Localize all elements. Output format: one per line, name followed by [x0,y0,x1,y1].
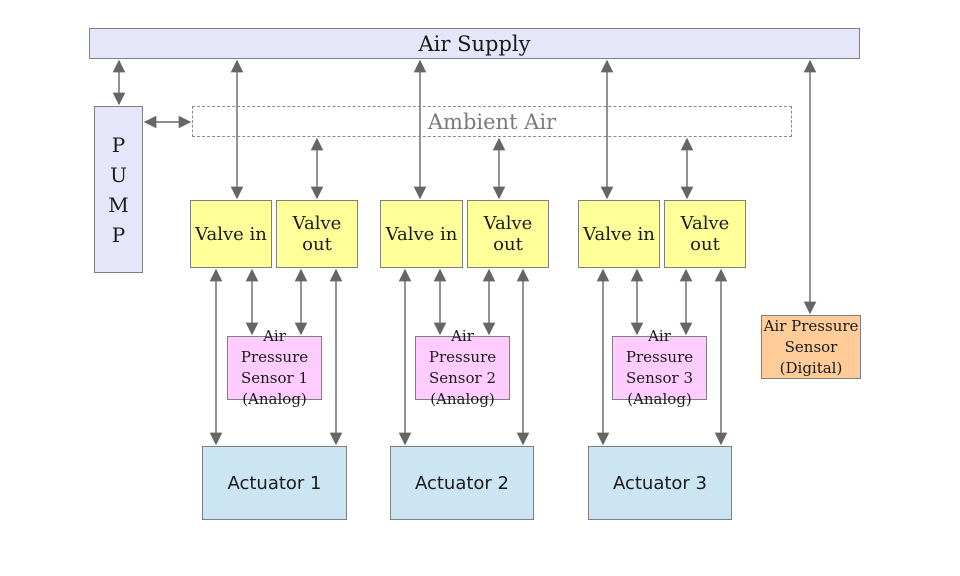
pump-letter: P [111,132,126,157]
valve-in-label: Valve in [385,223,458,245]
valve-out-1: Valve out [276,200,358,268]
pump-box: P U M P [94,106,143,273]
ambient-air-label: Ambient Air [427,109,557,134]
valve-out-label: Valve out [680,213,730,255]
valve-in-1: Valve in [190,200,272,268]
valve-in-3: Valve in [578,200,660,268]
pump-letter: M [108,192,129,217]
digital-sensor: Air Pressure Sensor (Digital) [761,315,861,379]
sensor-line: Air Pressure [763,316,859,335]
sensor-line: (Digital) [779,358,843,377]
valve-in-label: Valve in [195,223,267,245]
sensor-line: Sensor [784,337,838,356]
sensor-line: Sensor 1 [240,369,309,387]
actuator-label: Actuator 1 [227,472,322,494]
air-supply-label: Air Supply [418,31,531,56]
analog-sensor-2: Air Pressure Sensor 2 (Analog) [415,327,510,408]
sensor-line: (Analog) [430,390,495,408]
valve-out-label: Valve out [292,213,342,255]
actuator-label: Actuator 2 [414,472,510,494]
valve-out-label: Valve out [483,213,533,255]
analog-sensor-1: Air Pressure Sensor 1 (Analog) [227,327,322,408]
sensor-line: Air Pressure [428,327,497,366]
actuator-2: Actuator 2 [390,446,534,520]
pump-letter: U [110,162,127,187]
actuator-1: Actuator 1 [202,446,347,520]
ambient-air-region: Ambient Air [192,106,792,137]
valve-out-3: Valve out [664,200,746,268]
sensor-line: (Analog) [627,390,692,408]
valve-in-label: Valve in [583,223,655,245]
sensor-line: Air Pressure [240,327,309,366]
air-supply-bar: Air Supply [89,28,860,59]
actuator-3: Actuator 3 [588,446,732,520]
valve-out-2: Valve out [467,200,549,268]
sensor-line: Sensor 2 [428,369,497,387]
sensor-line: Air Pressure [625,327,694,366]
analog-sensor-3: Air Pressure Sensor 3 (Analog) [612,327,707,408]
actuator-label: Actuator 3 [612,472,708,494]
sensor-line: Sensor 3 [625,369,694,387]
valve-in-2: Valve in [380,200,463,268]
pump-letter: P [111,222,126,247]
sensor-line: (Analog) [242,390,307,408]
